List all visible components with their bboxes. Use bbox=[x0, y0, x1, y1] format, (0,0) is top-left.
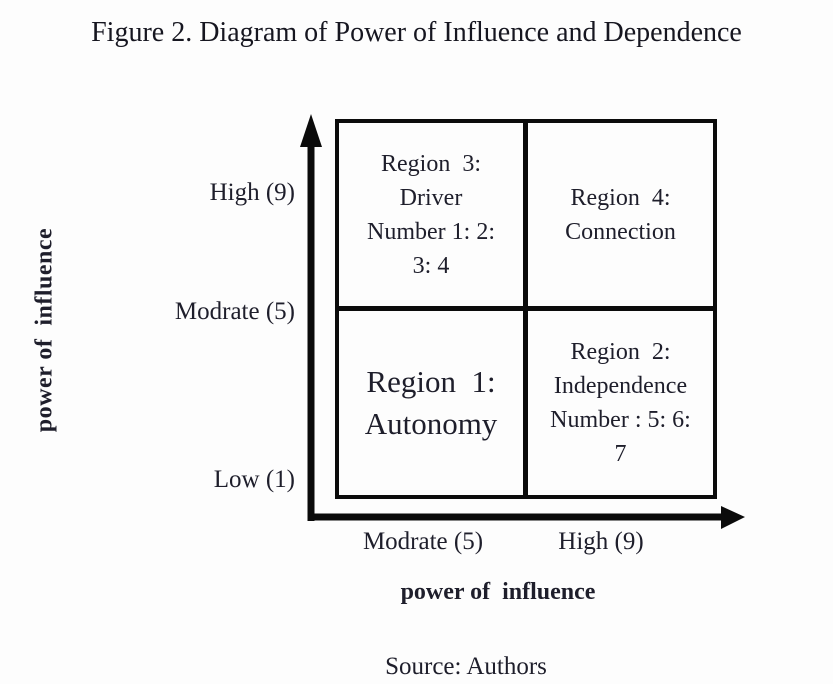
x-axis-arrow-icon bbox=[308, 506, 745, 529]
source-note: Source: Authors bbox=[385, 653, 547, 680]
quadrant-matrix: Region 3: Driver Number 1: 2: 3: 4 Regio… bbox=[335, 119, 717, 499]
quadrant-text-line: 7 bbox=[614, 441, 627, 467]
quadrant-region-2: Region 2: Independence Number : 5: 6: 7 bbox=[526, 309, 713, 495]
figure-title: Figure 2. Diagram of Power of Influence … bbox=[91, 17, 742, 48]
quadrant-text-line: Number : 5: 6: bbox=[550, 407, 691, 433]
quadrant-text-line: Autonomy bbox=[364, 406, 498, 441]
x-axis-tick-high: High (9) bbox=[558, 528, 644, 555]
quadrant-region-1: Region 1: Autonomy bbox=[339, 309, 526, 495]
quadrant-text-line: 3: 4 bbox=[412, 252, 450, 279]
y-axis-tick-low: Low (1) bbox=[213, 466, 295, 493]
quadrant-region-3: Region 3: Driver Number 1: 2: 3: 4 bbox=[339, 123, 526, 309]
quadrant-text-line: Region 1: bbox=[366, 364, 496, 399]
quadrant-text-line: Connection bbox=[565, 218, 676, 245]
x-axis-tick-moderate: Modrate (5) bbox=[362, 528, 484, 555]
quadrant-text-line: Region 3: bbox=[381, 150, 481, 177]
quadrant-text-line: Region 2: bbox=[570, 339, 671, 365]
y-axis-title: power of influence bbox=[31, 227, 58, 433]
quadrant-text-line: Independence bbox=[553, 373, 688, 399]
x-axis-title: power of influence bbox=[400, 579, 596, 605]
y-axis-tick-moderate: Modrate (5) bbox=[174, 298, 295, 325]
quadrant-text-line: Driver bbox=[399, 184, 463, 211]
y-axis-arrow-icon bbox=[300, 114, 322, 521]
quadrant-text-line: Region 4: bbox=[570, 184, 671, 211]
y-axis-tick-high: High (9) bbox=[209, 179, 295, 206]
quadrant-region-4: Region 4: Connection bbox=[526, 123, 713, 309]
quadrant-text-line: Number 1: 2: bbox=[367, 218, 495, 245]
